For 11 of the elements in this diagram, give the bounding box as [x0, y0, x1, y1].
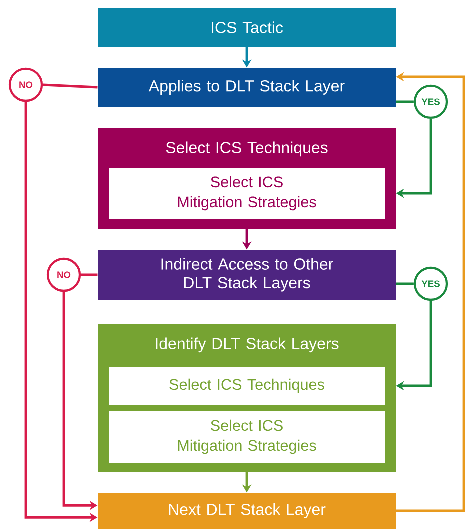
process-box: Next DLT Stack Layer: [98, 493, 396, 529]
connector-line: [396, 100, 414, 104]
connector-line: [43, 84, 98, 89]
process-box: Select ICS Techniques: [109, 367, 385, 405]
decision-box: Applies to DLT Stack Layer: [98, 68, 396, 107]
connector-line: [81, 274, 98, 276]
process-box: Select ICS Mitigation Strategies: [109, 168, 385, 219]
decision-box: Indirect Access to Other DLT Stack Layers: [98, 250, 396, 300]
process-box: ICS Tactic: [98, 8, 396, 47]
connector-line: [396, 282, 414, 286]
process-box: Select ICS Mitigation Strategies: [109, 411, 385, 463]
